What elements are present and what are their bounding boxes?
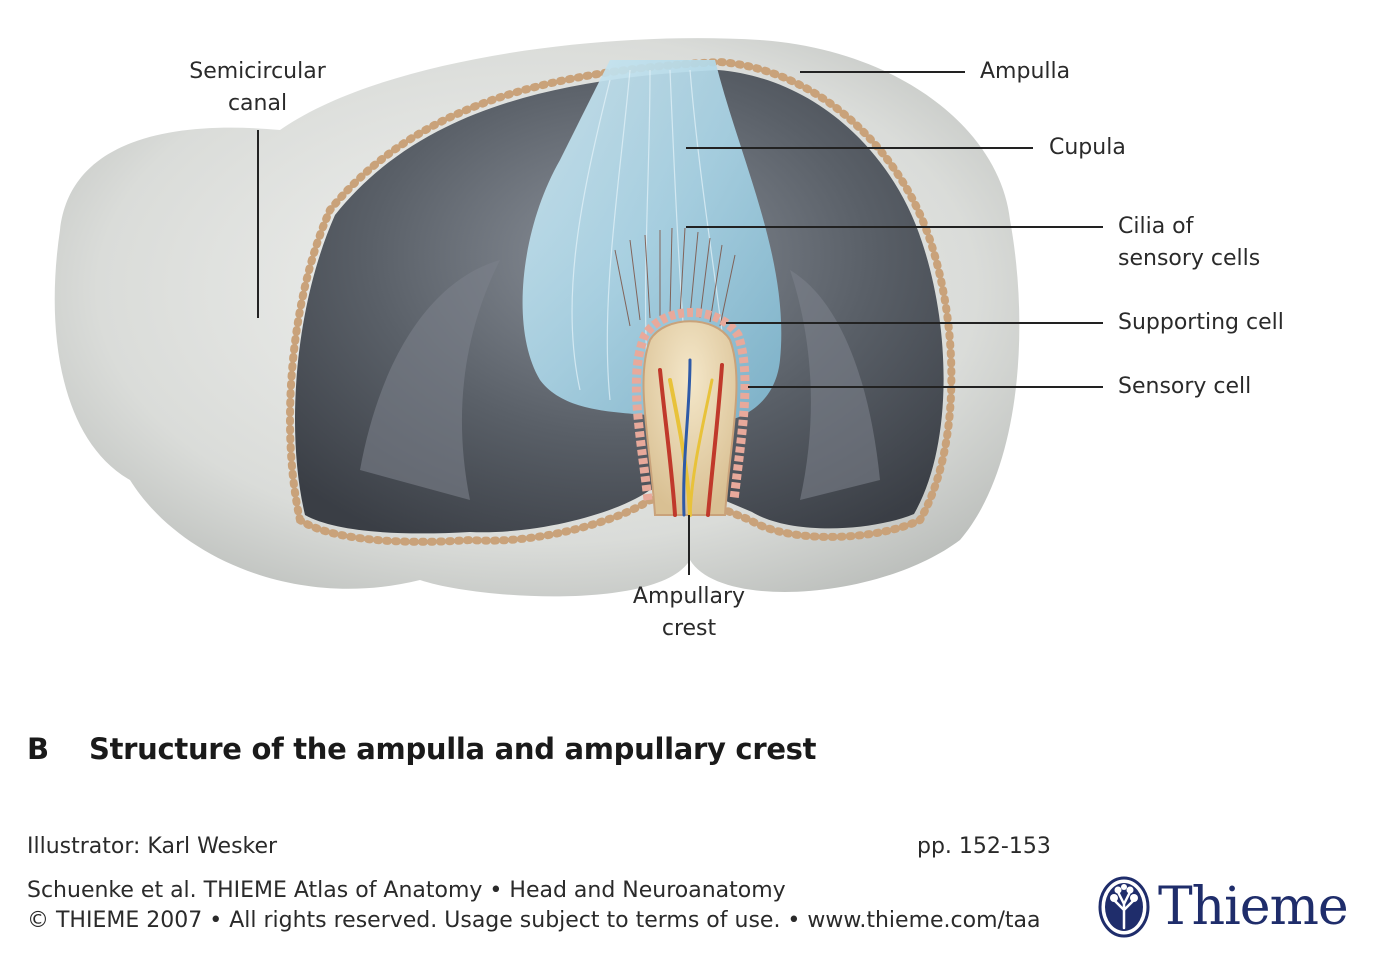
cavity-fold-right bbox=[790, 270, 880, 500]
crest-vessels bbox=[658, 358, 724, 517]
label-ampullary-crest: Ampullary crest bbox=[632, 584, 746, 641]
sensory-epithelium bbox=[631, 308, 750, 501]
figure-caption: B Structure of the ampulla and ampullary … bbox=[27, 732, 817, 766]
book-reference: Schuenke et al. THIEME Atlas of Anatomy … bbox=[27, 878, 786, 903]
caption-letter: B bbox=[27, 732, 49, 766]
leader-lines bbox=[257, 71, 1103, 575]
label-ampulla: Ampulla bbox=[980, 59, 1071, 84]
label-supporting-cell: Supporting cell bbox=[1118, 310, 1284, 335]
label-cilia-of-sensory-cells: Cilia of sensory cells bbox=[1118, 214, 1261, 271]
illustrator-credit: Illustrator: Karl Wesker bbox=[27, 834, 278, 859]
tree-icon bbox=[1098, 876, 1150, 938]
ampulla-illustration bbox=[54, 38, 1103, 597]
thieme-logo: Thieme bbox=[1098, 872, 1349, 942]
label-cupula: Cupula bbox=[1049, 135, 1126, 160]
label-semicircular-canal: Semicircular canal bbox=[189, 59, 326, 116]
logo-wordmark: Thieme bbox=[1158, 877, 1349, 937]
ampullary-crest bbox=[642, 320, 738, 516]
caption-title: Structure of the ampulla and ampullary c… bbox=[89, 732, 817, 766]
page-reference: pp. 152-153 bbox=[917, 834, 1051, 859]
cilia-of-sensory-cells bbox=[614, 227, 736, 327]
cut-membrane-edge bbox=[286, 57, 956, 546]
label-sensory-cell: Sensory cell bbox=[1118, 374, 1252, 399]
cavity-fold-left bbox=[360, 260, 500, 500]
copyright-notice: © THIEME 2007 • All rights reserved. Usa… bbox=[27, 908, 1041, 933]
